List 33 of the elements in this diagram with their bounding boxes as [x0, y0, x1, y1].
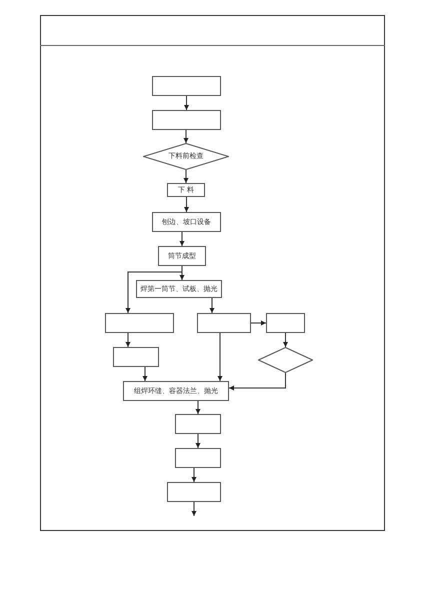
process-box: [152, 212, 221, 232]
arrow: [218, 332, 222, 382]
process-box: [152, 76, 221, 96]
process-box: [175, 448, 221, 468]
process-box: [167, 482, 221, 502]
process-box: [105, 313, 174, 333]
arrow: [142, 366, 148, 382]
arrow: [184, 170, 188, 184]
arrow: [210, 298, 214, 314]
arrow: [250, 320, 266, 326]
arrow: [192, 468, 196, 482]
arrow: [180, 232, 184, 246]
decision-diamond: [143, 143, 229, 170]
arrow: [184, 196, 189, 212]
arrow: [196, 434, 200, 448]
process-box: [136, 280, 222, 298]
arrow: [192, 502, 196, 516]
arrow: [184, 96, 189, 110]
arrow: [126, 266, 182, 314]
process-box: [158, 246, 206, 266]
decision-diamond: [258, 347, 313, 373]
process-box: [113, 347, 159, 367]
arrow: [283, 332, 288, 348]
process-box: [123, 381, 229, 401]
process-box: [197, 313, 251, 333]
arrow: [196, 400, 200, 414]
arrow: [228, 372, 286, 390]
arrow: [126, 332, 130, 348]
arrow: [184, 130, 188, 144]
process-box: [175, 414, 221, 434]
process-box: [266, 313, 305, 333]
process-box: [152, 110, 221, 130]
process-box: [167, 183, 205, 197]
